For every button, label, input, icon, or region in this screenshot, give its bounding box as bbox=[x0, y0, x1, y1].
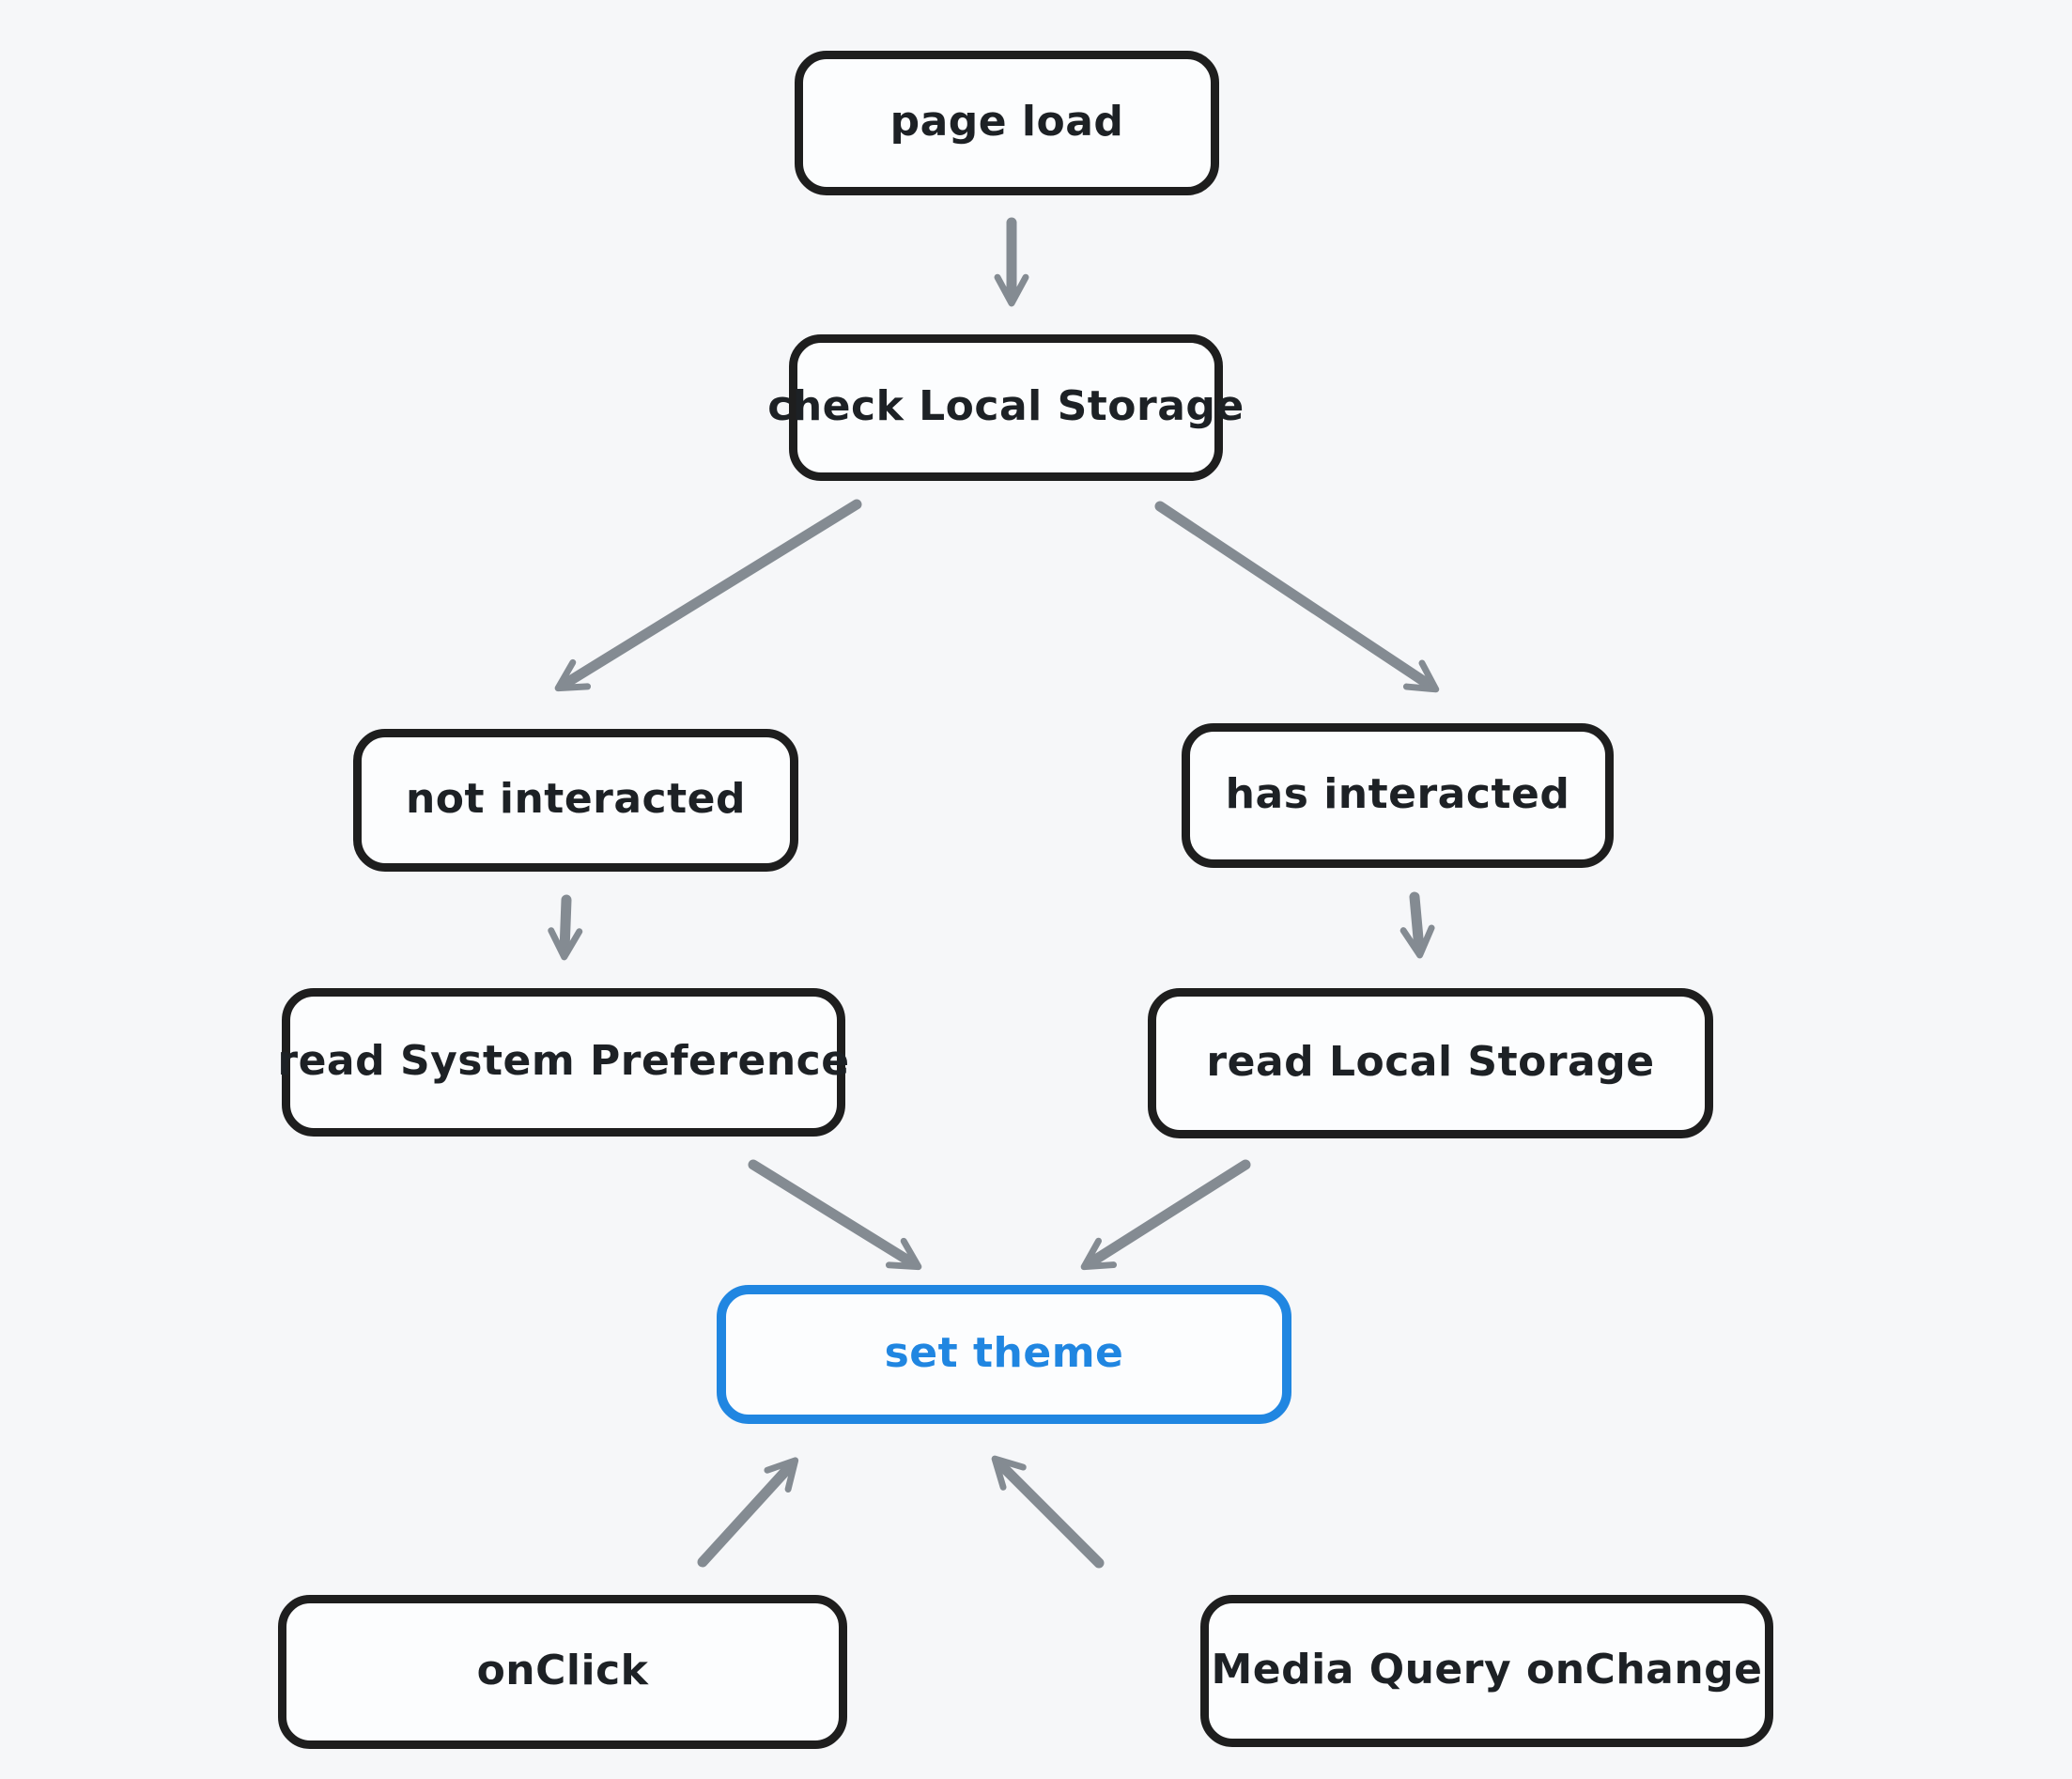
node-label: has interacted bbox=[1225, 769, 1570, 818]
node-label: read System Preference bbox=[277, 1036, 850, 1085]
node-label: onClick bbox=[476, 1646, 649, 1694]
arrow-read-local-storage-to-set-theme bbox=[1080, 1159, 1251, 1271]
node-read-system-preference: read System Preference bbox=[277, 988, 849, 1137]
arrow-read-system-preference-to-set-theme bbox=[748, 1159, 922, 1271]
node-label: not interacted bbox=[405, 774, 747, 823]
node-not-interacted: not interacted bbox=[353, 729, 798, 872]
node-set-theme: set theme bbox=[717, 1285, 1291, 1424]
arrow-onclick-to-set-theme bbox=[697, 1457, 799, 1568]
arrow-has-interacted-to-read-local-storage bbox=[1399, 891, 1435, 959]
arrow-media-query-onchange-to-set-theme bbox=[991, 1455, 1105, 1569]
arrow-check-local-storage-to-has-interacted bbox=[1154, 501, 1440, 693]
node-label: page load bbox=[889, 97, 1124, 146]
node-media-query-onchange: Media Query onChange bbox=[1200, 1595, 1773, 1747]
node-label: read Local Storage bbox=[1206, 1037, 1655, 1086]
node-label: check Local Storage bbox=[767, 381, 1245, 430]
node-read-local-storage: read Local Storage bbox=[1148, 988, 1713, 1138]
node-page-load: page load bbox=[795, 51, 1219, 195]
arrow-check-local-storage-to-not-interacted bbox=[554, 499, 862, 692]
node-onclick: onClick bbox=[278, 1595, 847, 1749]
node-check-local-storage: check Local Storage bbox=[767, 334, 1244, 481]
node-label: set theme bbox=[884, 1328, 1124, 1377]
node-has-interacted: has interacted bbox=[1182, 723, 1614, 868]
node-label: Media Query onChange bbox=[1211, 1645, 1763, 1694]
arrow-not-interacted-to-read-system-preference bbox=[548, 894, 583, 961]
